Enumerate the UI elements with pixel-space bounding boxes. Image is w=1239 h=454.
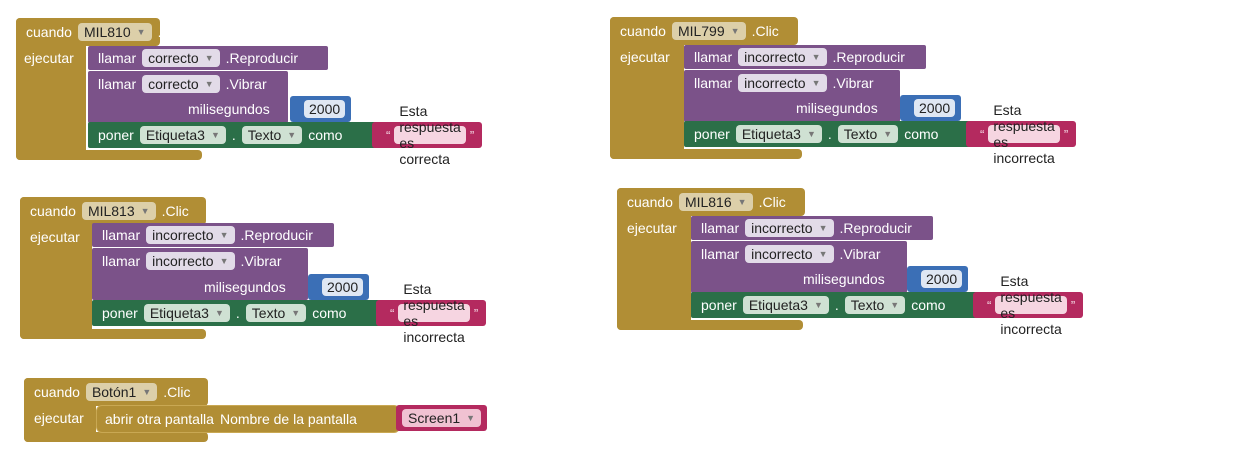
event-name: .Clic bbox=[758, 194, 786, 210]
property-dropdown[interactable]: Texto▼ bbox=[837, 125, 899, 143]
component-dropdown[interactable]: MIL799▼ bbox=[671, 22, 746, 40]
chevron-down-icon: ▼ bbox=[142, 387, 152, 397]
chevron-down-icon: ▼ bbox=[219, 256, 229, 266]
ms-label: milisegundos bbox=[803, 271, 885, 287]
chevron-down-icon: ▼ bbox=[204, 79, 214, 89]
chevron-down-icon: ▼ bbox=[214, 308, 224, 318]
text-block[interactable]: “ Esta respuesta es incorrecta ” bbox=[376, 281, 487, 345]
property-dropdown[interactable]: Texto▼ bbox=[844, 296, 906, 314]
chevron-down-icon: ▼ bbox=[890, 300, 900, 310]
property-dropdown[interactable]: Texto▼ bbox=[245, 304, 307, 322]
component-dropdown[interactable]: Botón1▼ bbox=[85, 383, 158, 401]
text-block[interactable]: “ Esta respuesta es correcta ” bbox=[372, 103, 483, 167]
do-label: ejecutar bbox=[620, 49, 670, 65]
when-label: cuando bbox=[620, 23, 666, 39]
call-play-block[interactable]: llamar correcto▼ .Reproducir bbox=[88, 46, 328, 70]
do-label: ejecutar bbox=[24, 50, 74, 66]
component-dropdown[interactable]: MIL816▼ bbox=[678, 193, 753, 211]
event-name: .Clic bbox=[751, 23, 779, 39]
chevron-down-icon: ▼ bbox=[883, 129, 893, 139]
chevron-down-icon: ▼ bbox=[806, 129, 816, 139]
sound-dropdown[interactable]: incorrecto▼ bbox=[146, 252, 235, 270]
call-play-block[interactable]: llamar incorrecto▼ .Reproducir bbox=[684, 45, 926, 69]
sound-dropdown[interactable]: incorrecto▼ bbox=[745, 219, 834, 237]
sound-dropdown[interactable]: incorrecto▼ bbox=[745, 245, 834, 263]
chevron-down-icon: ▼ bbox=[140, 206, 150, 216]
screen-dropdown[interactable]: Screen1▼ bbox=[402, 409, 482, 427]
screen-name-block[interactable]: Screen1▼ bbox=[396, 405, 488, 431]
call-play-block[interactable]: llamar incorrecto▼ .Reproducir bbox=[92, 223, 334, 247]
sound-dropdown[interactable]: correcto▼ bbox=[142, 75, 220, 93]
when-label: cuando bbox=[627, 194, 673, 210]
chevron-down-icon: ▼ bbox=[811, 52, 821, 62]
number-block[interactable]: 2000 bbox=[907, 266, 969, 292]
label-dropdown[interactable]: Etiqueta3▼ bbox=[143, 304, 230, 322]
chevron-down-icon: ▼ bbox=[737, 197, 747, 207]
do-label: ejecutar bbox=[34, 410, 84, 426]
sound-dropdown[interactable]: incorrecto▼ bbox=[146, 226, 235, 244]
chevron-down-icon: ▼ bbox=[466, 413, 476, 423]
open-screen-block[interactable]: abrir otra pantalla Nombre de la pantall… bbox=[96, 405, 400, 433]
sound-dropdown[interactable]: incorrecto▼ bbox=[738, 48, 827, 66]
component-dropdown[interactable]: MIL813▼ bbox=[81, 202, 156, 220]
chevron-down-icon: ▼ bbox=[818, 249, 828, 259]
chevron-down-icon: ▼ bbox=[811, 78, 821, 88]
chevron-down-icon: ▼ bbox=[813, 300, 823, 310]
chevron-down-icon: ▼ bbox=[204, 53, 214, 63]
label-dropdown[interactable]: Etiqueta3▼ bbox=[735, 125, 822, 143]
call-play-block[interactable]: llamar incorrecto▼ .Reproducir bbox=[691, 216, 933, 240]
chevron-down-icon: ▼ bbox=[136, 27, 146, 37]
set-label-block[interactable]: poner Etiqueta3▼ . Texto▼ como bbox=[88, 122, 376, 148]
call-vibrate-block[interactable]: llamar incorrecto▼ .Vibrar bbox=[691, 241, 907, 293]
sound-dropdown[interactable]: incorrecto▼ bbox=[738, 74, 827, 92]
ms-label: milisegundos bbox=[204, 279, 286, 295]
chevron-down-icon: ▼ bbox=[219, 230, 229, 240]
label-dropdown[interactable]: Etiqueta3▼ bbox=[742, 296, 829, 314]
number-block[interactable]: 2000 bbox=[900, 95, 962, 121]
chevron-down-icon: ▼ bbox=[730, 26, 740, 36]
ms-label: milisegundos bbox=[796, 100, 878, 116]
set-label-block[interactable]: poner Etiqueta3▼ . Texto▼ como bbox=[691, 292, 977, 318]
do-label: ejecutar bbox=[30, 229, 80, 245]
number-block[interactable]: 2000 bbox=[290, 96, 352, 122]
call-vibrate-block[interactable]: llamar incorrecto▼ .Vibrar bbox=[92, 248, 308, 300]
do-label: ejecutar bbox=[627, 220, 677, 236]
chevron-down-icon: ▼ bbox=[291, 308, 301, 318]
when-label: cuando bbox=[30, 203, 76, 219]
property-dropdown[interactable]: Texto▼ bbox=[241, 126, 303, 144]
event-name: .Clic bbox=[157, 24, 185, 40]
text-block[interactable]: “ Esta respuesta es incorrecta ” bbox=[966, 102, 1077, 166]
when-label: cuando bbox=[34, 384, 80, 400]
chevron-down-icon: ▼ bbox=[818, 223, 828, 233]
text-block[interactable]: “ Esta respuesta es incorrecta ” bbox=[973, 273, 1084, 337]
call-vibrate-block[interactable]: llamar incorrecto▼ .Vibrar bbox=[684, 70, 900, 122]
chevron-down-icon: ▼ bbox=[210, 130, 220, 140]
ms-label: milisegundos bbox=[188, 101, 270, 117]
set-label-block[interactable]: poner Etiqueta3▼ . Texto▼ como bbox=[684, 121, 970, 147]
when-label: cuando bbox=[26, 24, 72, 40]
event-name: .Clic bbox=[163, 384, 191, 400]
event-name: .Clic bbox=[161, 203, 189, 219]
component-dropdown[interactable]: MIL810▼ bbox=[77, 23, 152, 41]
call-vibrate-block[interactable]: llamar correcto▼ .Vibrar bbox=[88, 71, 288, 123]
sound-dropdown[interactable]: correcto▼ bbox=[142, 49, 220, 67]
label-dropdown[interactable]: Etiqueta3▼ bbox=[139, 126, 226, 144]
chevron-down-icon: ▼ bbox=[287, 130, 297, 140]
set-label-block[interactable]: poner Etiqueta3▼ . Texto▼ como bbox=[92, 300, 380, 326]
number-block[interactable]: 2000 bbox=[308, 274, 370, 300]
